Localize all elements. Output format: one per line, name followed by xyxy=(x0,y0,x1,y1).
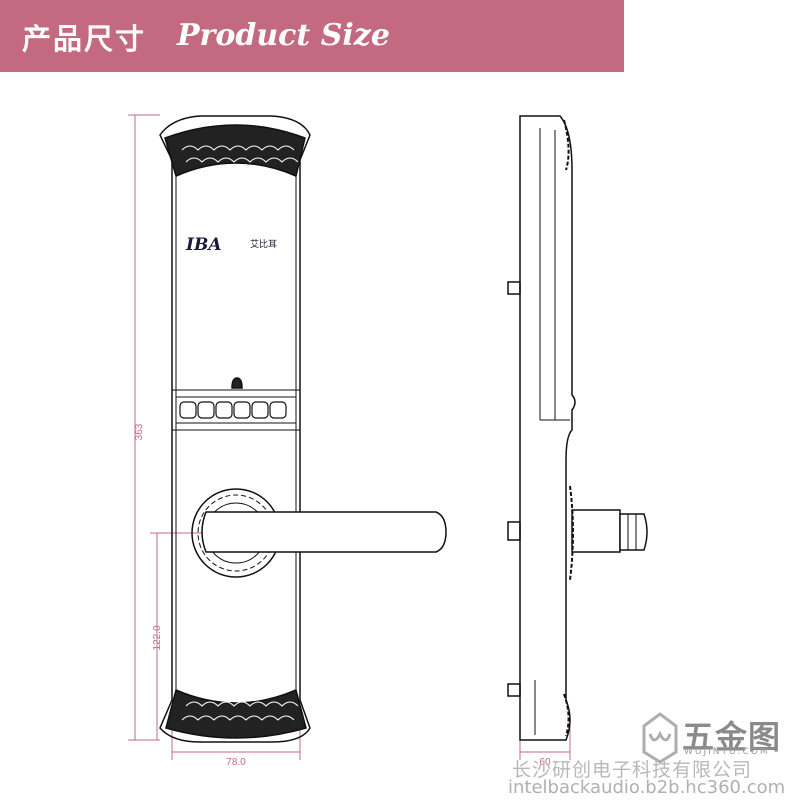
header-title-en: Product Size xyxy=(177,18,390,53)
front-view xyxy=(159,115,447,743)
height-dimension-label: 363 xyxy=(134,423,145,440)
handle-height-dimension-label: 122.0 xyxy=(152,625,163,650)
width-dimension-label: 78.0 xyxy=(226,757,246,768)
side-view xyxy=(507,115,648,741)
lever-handle xyxy=(201,511,447,553)
watermark-logo-text: 五金图 xyxy=(682,718,782,756)
top-ornament xyxy=(164,124,306,178)
dimension-lines xyxy=(128,114,571,760)
brand-logo: IBA xyxy=(185,235,222,255)
side-body-outline xyxy=(519,115,576,741)
watermark-logo-mark xyxy=(642,712,678,764)
side-handle-stem xyxy=(571,509,621,553)
brand-name-cn: 艾比耳 xyxy=(250,238,277,250)
doorbell-icon xyxy=(231,377,243,389)
side-handle-knob xyxy=(619,513,648,551)
watermark-url: intelbackaudio.b2b.hc360.com xyxy=(508,777,786,798)
keypad-buttons xyxy=(179,401,287,419)
watermark-company-cn: 长沙研创电子科技有限公司 xyxy=(512,759,753,781)
front-plate-outline xyxy=(159,115,311,743)
bottom-ornament xyxy=(165,688,307,739)
header-title-cn: 产品尺寸 xyxy=(22,22,147,56)
depth-dimension-label: 60 xyxy=(539,757,551,768)
watermark-logo-subtext: WUJINTU.COM xyxy=(684,747,770,757)
header-banner: 产品尺寸 Product Size xyxy=(0,0,624,72)
